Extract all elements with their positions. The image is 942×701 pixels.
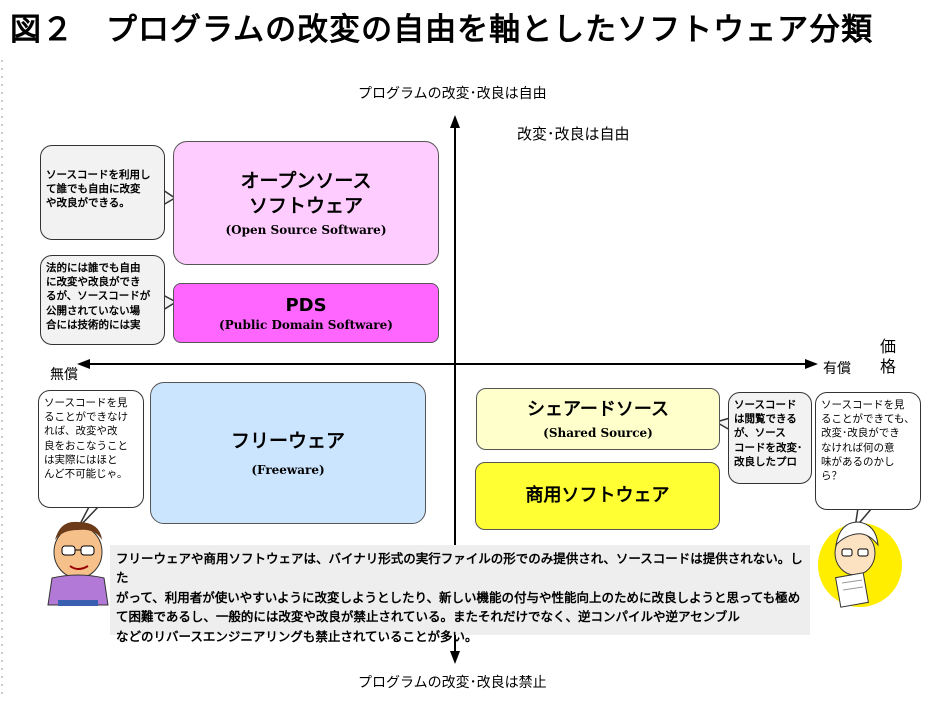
bubble-shared-source: ソースコード は閲覧できる が、ソース コードを改変･ 改良したプロ	[728, 392, 812, 484]
freeware-box: フリーウェア (Freeware)	[150, 382, 426, 524]
axis-bottom-label: プログラムの改変･改良は禁止	[358, 675, 547, 691]
pds-title: PDS	[285, 294, 327, 316]
commercial-title: 商用ソフトウェア	[525, 485, 670, 507]
oss-title: オープンソース ソフトウェア	[240, 170, 372, 217]
oss-box: オープンソース ソフトウェア (Open Source Software)	[173, 141, 439, 265]
vertical-axis-bottom-arrow	[450, 651, 460, 664]
shared-source-english: (Shared Source)	[543, 425, 653, 440]
oss-english: (Open Source Software)	[225, 222, 387, 237]
top-right-note: 改変･改良は自由	[517, 125, 630, 143]
axis-price-label: 価 格	[880, 337, 897, 376]
axis-top-label: プログラムの改変･改良は自由	[358, 86, 547, 102]
page-title: 図２ プログラムの改変の自由を軸としたソフトウェア分類	[10, 12, 874, 48]
explanation-note: フリーウェアや商用ソフトウェアは、バイナリ形式の実行ファイルの形でのみ提供され、…	[110, 545, 810, 644]
axis-left-label: 無償	[50, 367, 78, 383]
pds-box: PDS (Public Domain Software)	[173, 283, 439, 343]
shared-source-title: シェアードソース	[526, 399, 670, 421]
bubble-right-character: ソースコードを見 ることができても、 改変･改良ができ なければ何の意 味がある…	[815, 392, 921, 510]
boy-character-illustration	[47, 521, 109, 606]
horizontal-axis-right-arrow	[805, 359, 818, 369]
lady-character-illustration	[818, 521, 902, 608]
commercial-box: 商用ソフトウェア	[475, 462, 720, 530]
horizontal-axis-left-arrow	[77, 359, 90, 369]
shared-source-box: シェアードソース (Shared Source)	[476, 388, 720, 450]
bubble-freeware: ソースコードを見 ることができなけ れば、改変や改 良をおこなうこと は実際には…	[38, 390, 144, 508]
pds-english: (Public Domain Software)	[219, 318, 393, 333]
bubble-pds: 法的には誰でも自由 に改変や改良ができ るが、ソースコードが 公開されていない場…	[40, 255, 165, 345]
freeware-english: (Freeware)	[251, 463, 325, 478]
axis-right-label: 有償	[823, 361, 851, 377]
freeware-title: フリーウェア	[230, 429, 345, 452]
bubble-oss: ソースコードを利用し て誰でも自由に改変 や改良ができる。	[40, 145, 165, 240]
vertical-axis-top-arrow	[450, 115, 460, 128]
